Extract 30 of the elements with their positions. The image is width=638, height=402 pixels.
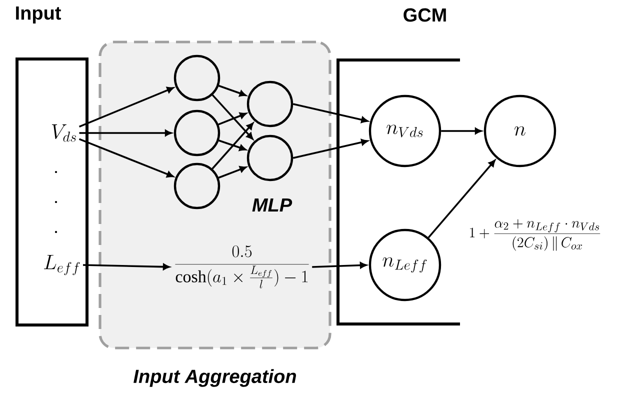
- edge-label: $1+\frac{\alpha_2 + n_{Leff} \cdot n_{Vds}}{(2C_{si}) \,\|\, C_{ox}}$: [468, 218, 602, 252]
- neuron-circle: [174, 54, 220, 102]
- arrow: [218, 140, 246, 151]
- dot: .: [54, 230, 58, 234]
- arrow: [292, 139, 368, 159]
- variable-label: $L_{eff}$: [44, 254, 80, 276]
- neuron-circle: [174, 110, 220, 156]
- node-label: Input Aggregation: [134, 369, 296, 387]
- neuron-circle: [174, 162, 220, 210]
- arrow: [218, 84, 246, 97]
- neuron-circle: [246, 80, 294, 128]
- mlp-label: MLP: [252, 198, 292, 212]
- dot: .: [54, 200, 58, 204]
- dot: .: [54, 170, 58, 174]
- arrow: [212, 94, 254, 140]
- arrow: [428, 160, 496, 238]
- arrow: [312, 262, 367, 268]
- arrow: [441, 128, 482, 134]
- neuron-circle: [246, 134, 294, 182]
- arrow: [79, 130, 172, 136]
- arrow: [83, 264, 170, 270]
- variable-label: $V_{ds}$: [52, 124, 76, 142]
- node-label: Input: [16, 6, 61, 24]
- arrow: [218, 166, 246, 179]
- arrow: [78, 138, 174, 178]
- arrow: [218, 112, 246, 126]
- arrow: [78, 86, 174, 128]
- arrow: [292, 103, 368, 123]
- formula: $\frac{0.5}{\cosh(a_1 \times \frac{L_{eff}}{l}) - 1}$: [175, 246, 309, 288]
- arrow: [212, 122, 254, 170]
